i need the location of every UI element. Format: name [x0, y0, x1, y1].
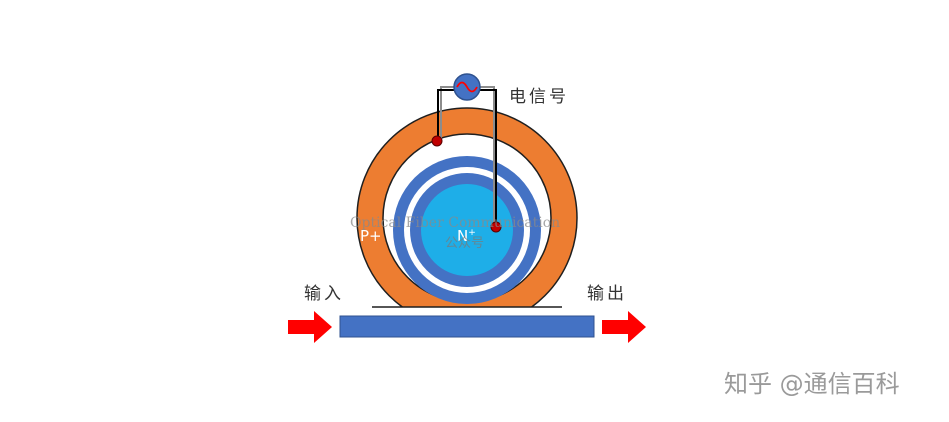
watermark-english: Optical Fiber Communication — [350, 215, 560, 231]
wire-to-p-electrode-shadow — [440, 86, 454, 141]
bus-waveguide — [339, 315, 595, 338]
n-region-label: N+ — [457, 227, 476, 245]
n-doped-core — [421, 184, 513, 276]
wire-to-n-electrode-shadow — [480, 86, 495, 226]
p-electrode — [431, 135, 443, 147]
brand-watermark: 知乎 @通信百科 — [724, 370, 900, 398]
output-arrow-icon — [602, 311, 646, 343]
watermark-chinese: 公众号 — [445, 236, 484, 251]
p-region-label: P+ — [360, 227, 382, 245]
input-label: 输入 — [304, 284, 344, 304]
input-arrow-icon — [288, 311, 332, 343]
electrical-signal-label: 电信号 — [509, 87, 569, 107]
output-label: 输出 — [587, 284, 627, 304]
ac-source-icon — [453, 73, 481, 101]
wire-to-p-electrode — [437, 89, 454, 141]
wire-to-n-electrode — [480, 89, 497, 226]
n-electrode — [490, 221, 502, 233]
